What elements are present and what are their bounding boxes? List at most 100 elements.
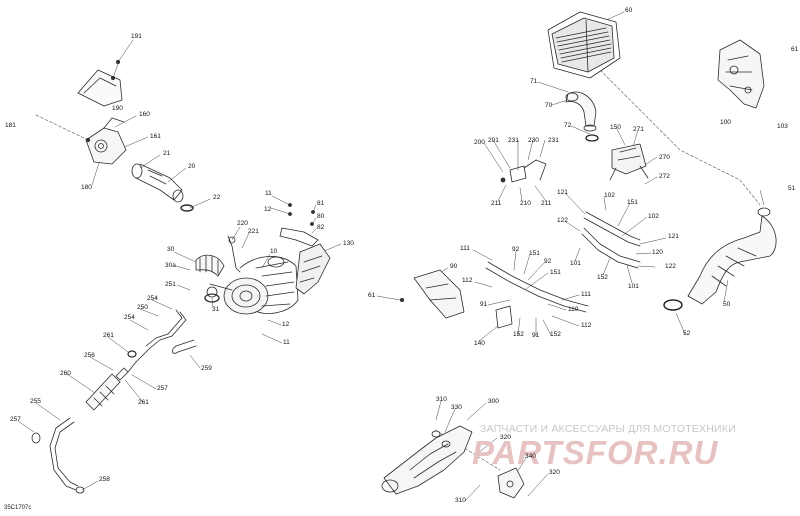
part-callout-80: 80 [317,213,325,220]
bracket-340 [497,467,525,499]
part-callout-121a: 121 [557,189,568,196]
diagram-code: 35C1707c [4,505,32,511]
part-callout-152b: 152 [513,331,524,338]
part-callout-11a: 11 [265,190,272,197]
part-callout-191: 191 [131,33,142,40]
return-line-255 [31,417,85,494]
part-callout-190: 190 [112,105,123,112]
part-callout-255: 255 [30,398,41,405]
part-callout-257b: 257 [10,416,21,423]
part-callout-272: 272 [659,173,670,180]
part-callout-30a: 30a [165,262,176,269]
hose-260 [85,367,129,411]
bracket-80 [279,203,319,247]
part-callout-181: 181 [5,122,16,129]
part-callout-250: 250 [137,304,148,311]
part-callout-102a: 102 [604,192,615,199]
part-callout-300: 300 [488,398,499,405]
part-callout-12b: 12 [282,321,290,328]
bracket-90 [399,269,465,319]
oil-line-220 [227,235,241,273]
hose-30 [195,254,225,303]
part-callout-231a: 231 [508,137,519,144]
part-callout-110: 110 [568,306,579,313]
part-callout-261a: 261 [103,332,114,339]
part-callout-211b: 211 [541,200,552,207]
part-callout-92b: 92 [544,258,552,265]
part-callout-100: 100 [720,119,731,126]
bracket-100 [717,39,765,109]
part-callout-103: 103 [777,123,788,130]
part-callout-256: 256 [84,352,95,359]
frame-rail-120 [581,211,641,269]
part-callout-90: 90 [450,263,458,270]
bracket-140 [495,305,513,329]
part-callout-122b: 122 [665,263,676,270]
part-callout-91a: 91 [480,301,488,308]
part-callout-151b: 151 [529,250,540,257]
part-callout-12a: 12 [264,206,272,213]
part-callout-51: 51 [788,185,796,192]
part-callout-258: 258 [99,476,110,483]
part-callout-82: 82 [317,224,325,231]
part-callout-231b: 231 [548,137,559,144]
intercooler-60 [547,11,621,79]
part-callout-92a: 92 [512,246,520,253]
part-callout-261b: 261 [138,399,149,406]
manifold-300 [381,425,473,495]
watermark-caption: ЗАПЧАСТИ И АКСЕССУАРЫ ДЛЯ МОТОТЕХНИКИ [480,423,736,435]
part-callout-160: 160 [139,111,150,118]
part-callout-180: 180 [81,184,92,191]
part-callout-330: 330 [451,404,462,411]
heat-shield-130 [295,243,331,295]
part-callout-260: 260 [60,370,71,377]
part-callout-220: 220 [237,220,248,227]
part-callout-270: 270 [659,154,670,161]
bracket-190 [77,60,123,107]
part-callout-101b: 101 [628,283,639,290]
part-callout-254a: 254 [147,295,158,302]
part-callout-20: 20 [188,163,196,170]
part-callout-271: 271 [633,126,644,133]
part-callout-31: 31 [212,306,220,313]
part-callout-310a: 310 [436,396,447,403]
part-callout-21: 21 [163,150,171,157]
turbocharger-10 [206,256,299,315]
part-callout-112a: 112 [462,277,473,284]
watermark-logo: PARTSFOR.RU [472,434,719,471]
part-callout-10: 10 [270,248,278,255]
part-callout-150: 150 [610,124,621,131]
part-callout-140: 140 [474,340,485,347]
part-callout-210: 210 [520,200,531,207]
part-callout-320a: 320 [500,434,511,441]
part-callout-52: 52 [683,330,691,337]
part-callout-11b: 11 [283,339,290,346]
part-callout-61: 61 [791,46,799,53]
part-callout-221: 221 [248,228,259,235]
part-callout-102b: 102 [648,213,659,220]
part-callout-101a: 101 [570,260,581,267]
part-callout-91b: 91 [532,332,540,339]
part-callout-70: 70 [545,102,553,109]
outlet-pipe-50 [663,207,777,311]
part-callout-22: 22 [213,194,221,201]
bracket-180 [85,117,127,165]
part-callout-30: 30 [167,246,175,253]
part-callout-111b: 111 [581,291,591,298]
part-callout-254b: 254 [124,314,135,321]
part-callout-130: 130 [343,240,354,247]
frame-rail-110 [485,261,589,313]
part-callout-151c: 151 [550,269,561,276]
part-callout-259: 259 [201,365,212,372]
part-callout-340: 340 [525,453,536,460]
part-callout-251: 251 [165,281,176,288]
part-callout-320b: 320 [549,469,560,476]
part-callout-152c: 152 [550,331,561,338]
part-callout-71: 71 [530,78,538,85]
part-callout-211a: 211 [491,200,502,207]
module-150 [609,143,649,181]
part-callout-111a: 111 [460,245,470,252]
part-callout-230: 230 [528,137,539,144]
part-callout-72: 72 [564,122,572,129]
